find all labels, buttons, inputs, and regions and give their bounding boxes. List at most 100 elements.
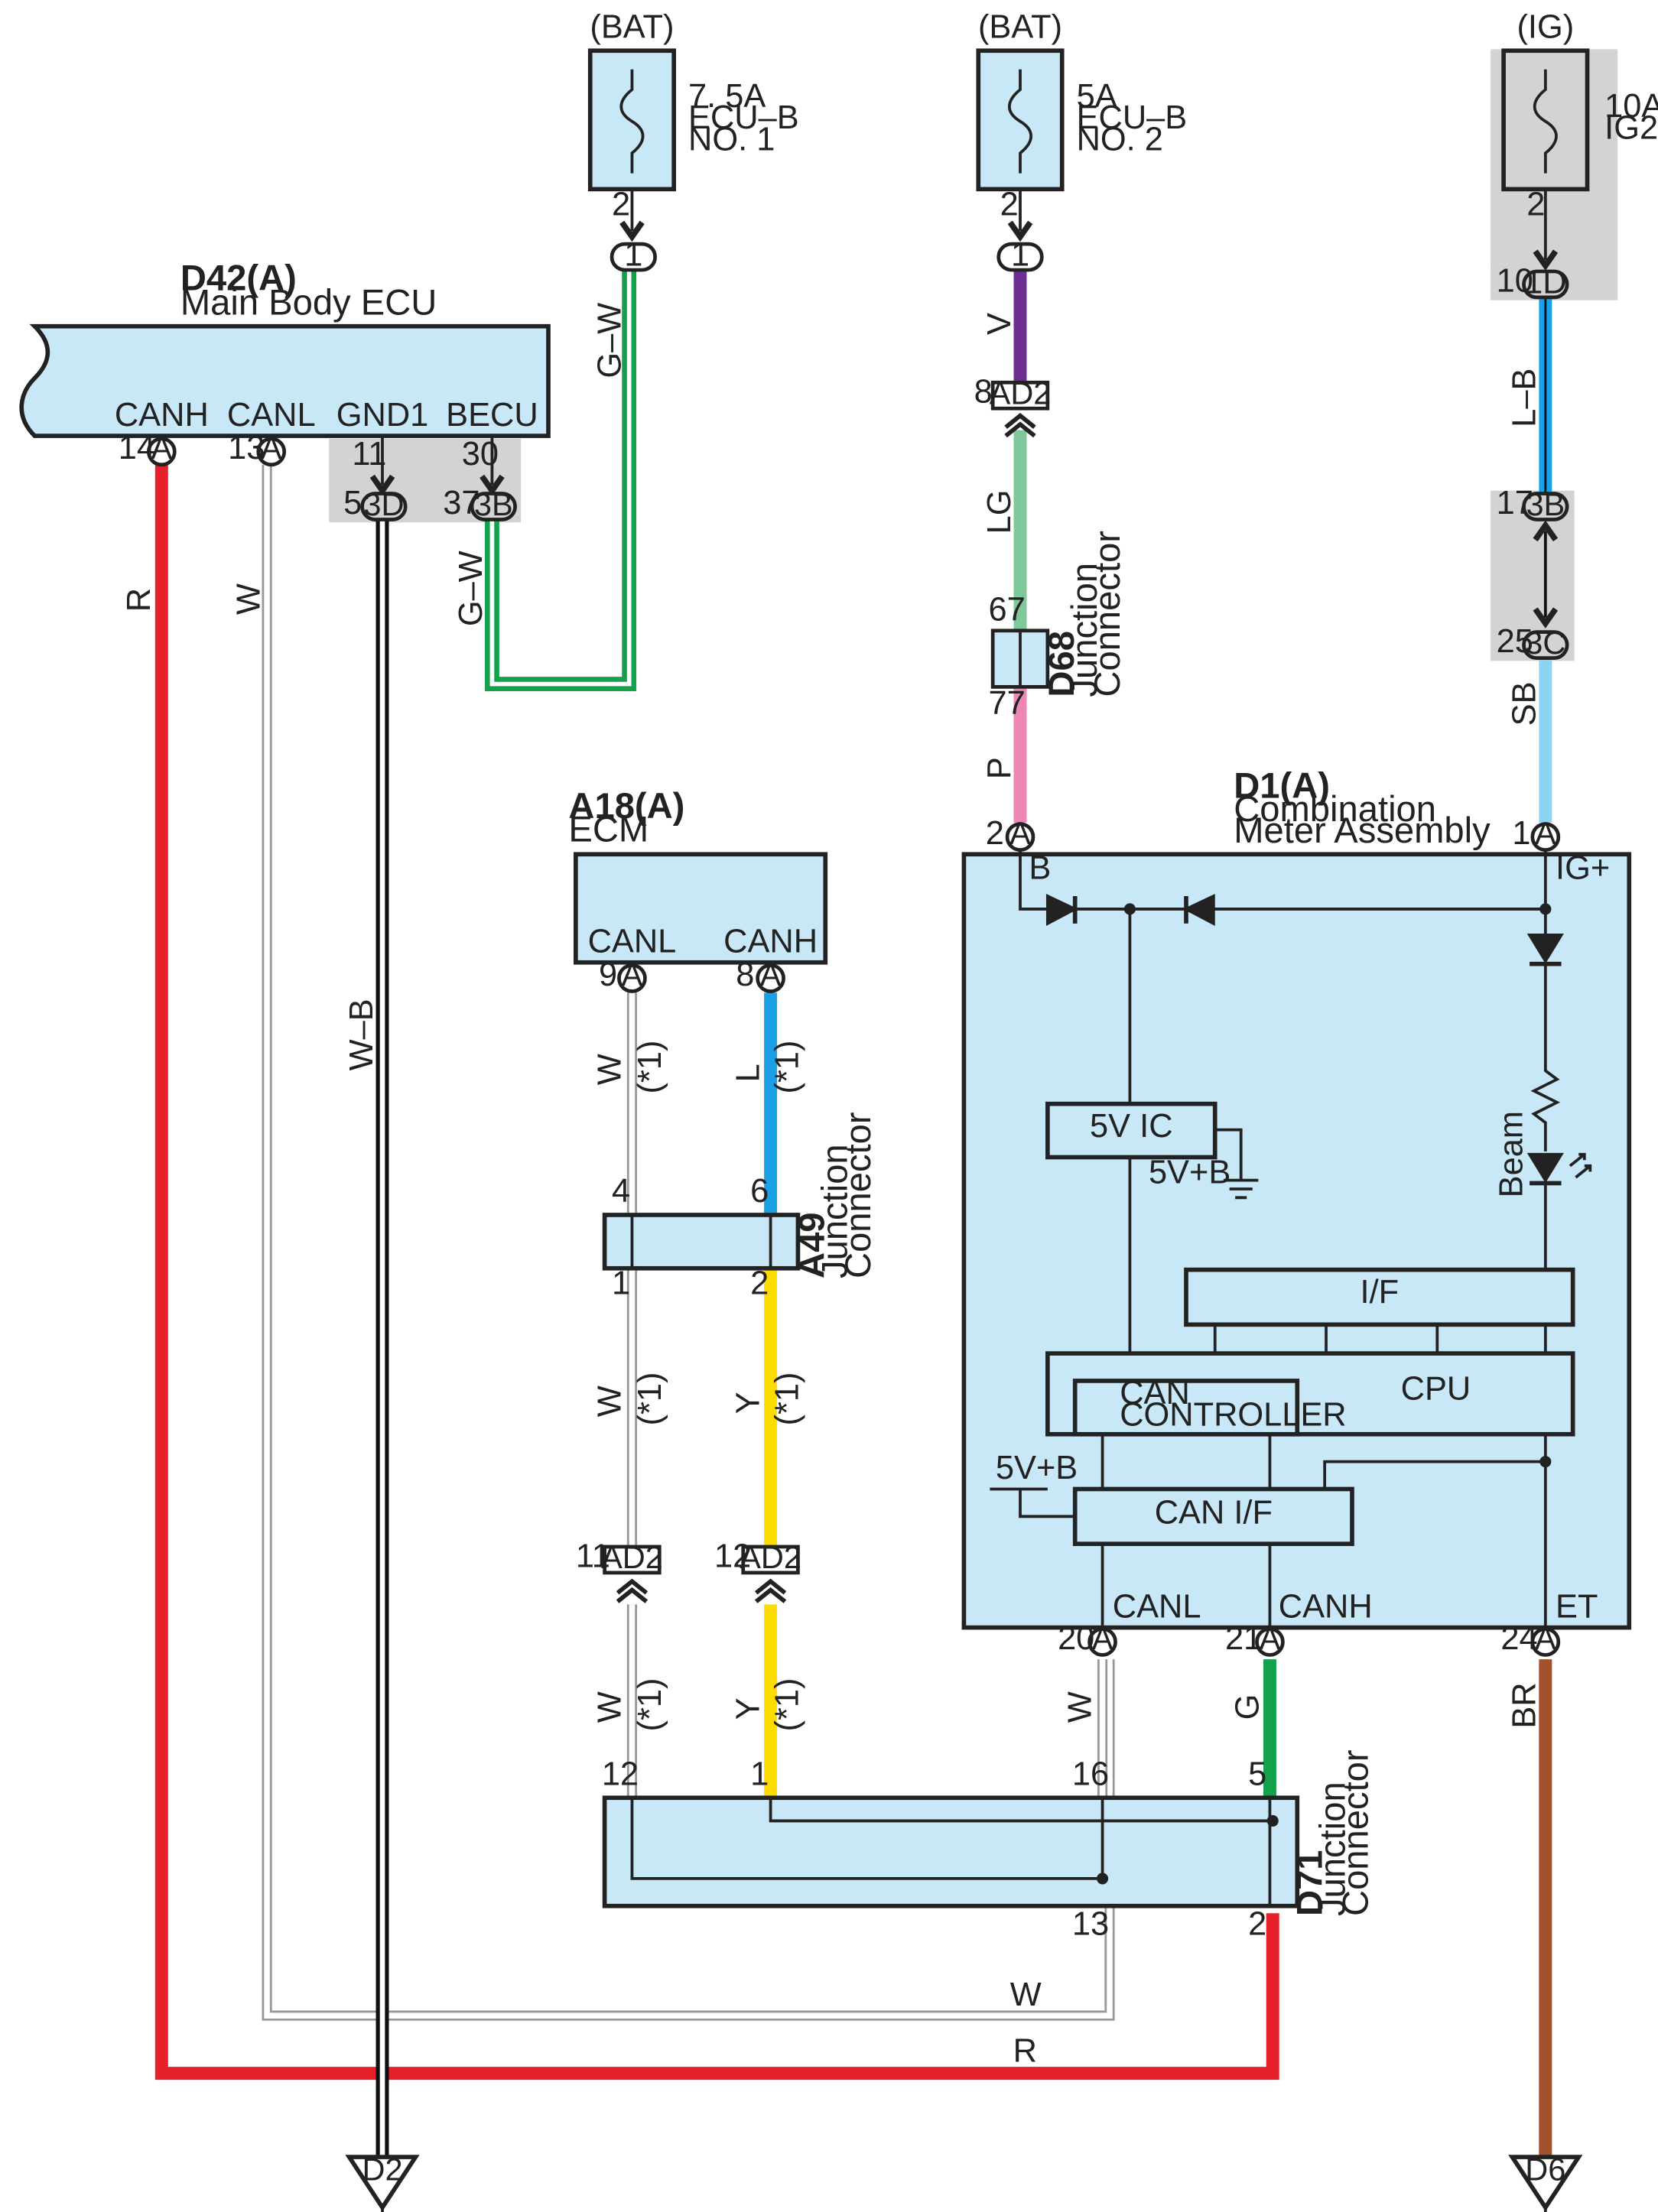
wire-label-w: W [231,583,268,615]
bat1-rating: 7. 5A [688,78,766,115]
connector-3d [360,492,408,521]
ecu-pin-canh-num: 14 [119,430,155,466]
connector-1-left [610,242,657,272]
meter-pin-canh-letter: A [1260,1620,1281,1656]
meter-can-if [1072,1486,1354,1546]
meter-term-b: B [1029,849,1051,886]
d71-name1: Junction [1312,1782,1353,1916]
ecu-pin-canl-letter: A [261,430,282,466]
ecm-pin-canh-num: 8 [736,957,754,993]
ecm-term-canl: CANL [588,924,677,960]
ecu-gnd-pin: 5 [343,485,362,521]
ig-conn-pin: 10 [1497,262,1533,299]
a49-pin-1: 1 [612,1265,630,1302]
ig-rating: 10A [1604,88,1658,125]
wire-label-lb: L–B [1507,369,1543,427]
ecm-code: A18(A) [568,785,684,826]
meter-if [1184,1267,1575,1327]
wire-label-r: R [121,588,158,612]
a49-pin-4: 4 [612,1173,630,1210]
connector-3b-ig [1522,492,1569,521]
ecu-gnd-conn: 3D [363,486,404,522]
wire-label-ecm-w1: W [591,1054,628,1085]
bat1-name2: NO. 1 [688,121,775,158]
ecm-term-canh: CANH [723,924,818,960]
wire-label-gw-top: G–W [591,303,628,378]
d71-pin-2: 2 [1248,1905,1266,1942]
meter-pin-b-letter: A [1009,815,1031,851]
a49-pin-2: 2 [750,1265,769,1302]
d71-pin-16: 16 [1072,1756,1109,1792]
meter-if-label: I/F [1361,1274,1400,1311]
meter-name2: Meter Assembly [1234,810,1491,850]
fuse-ecu-b-no2 [976,48,1065,242]
d71-name2: Connector [1335,1749,1376,1916]
d71-pin-12: 12 [602,1756,639,1792]
wire-label-br: BR [1507,1682,1543,1728]
wire-label-g: G [1229,1694,1266,1720]
d68-name1: Junction [1064,563,1104,697]
ecm-pin-canh-letter: A [760,957,782,992]
bat1-source: (BAT) [590,8,674,45]
bat2-rating: 5A [1077,78,1117,115]
meter-pin-b-num: 2 [986,815,1004,852]
fuse-ig2 [1501,48,1590,271]
ecm-name: ECM [568,808,649,849]
meter-pin-et-num: 24 [1500,1620,1537,1657]
bat1-conn: 1 [624,236,642,273]
meter-pin-igp-num: 1 [1512,815,1530,852]
wire-label-w-meter: W [1061,1691,1098,1723]
d68-code: D68 [1041,631,1081,697]
ecu-pin-gnd1-num: 11 [352,436,386,473]
meter-pin-b [1005,822,1035,852]
ecm-pin-canl [617,963,647,993]
connector-3c [1522,630,1569,660]
a49-name1: Junction [814,1144,855,1278]
ig-name1: IG2 [1604,109,1658,146]
ecm [574,852,828,965]
meter-pin-et [1530,1627,1561,1657]
d68-pin-top: 67 [988,592,1025,629]
ground-d6 [1508,2155,1583,2212]
d68-name2: Connector [1087,531,1127,697]
ad2-top-pin: 8 [974,374,993,411]
a49-code: A49 [791,1212,831,1278]
wire-label-ecm-w3: W [591,1691,628,1723]
wire-label-w-bottom: W [1010,1977,1042,2013]
wire-label-gw-low: G–W [453,551,489,626]
connector-3b-ecu [470,492,517,521]
meter-ic-label: 5V IC [1090,1108,1172,1145]
ig-3b-name: 3B [1526,486,1565,522]
d71-pin-5: 5 [1248,1756,1266,1792]
ig-3c-pin: 25 [1497,623,1533,660]
ecu-becu-conn: 3B [474,486,513,522]
wire-note-2: (*1) [632,1372,668,1426]
wire-label-r-bottom: R [1013,2033,1037,2070]
meter-cpu-label: CPU [1401,1370,1471,1407]
meter-canif-label: CAN I/F [1155,1495,1273,1532]
meter-term-igp: IG+ [1556,849,1610,886]
ground-d2-label: D2 [362,2151,402,2187]
ig-3b-pin: 17 [1497,485,1533,521]
main-body-ecu [19,323,551,438]
meter-beam-label: Beam [1494,1111,1530,1197]
meter-internal-circuit [990,851,1592,1628]
meter-pin-igp-letter: A [1535,815,1556,851]
ad2-left-name: AD2 [601,1539,663,1575]
ecu-term-becu: BECU [446,397,538,434]
meter-5v-ic [1045,1101,1217,1160]
meter-term-canl: CANL [1113,1588,1201,1625]
meter-pin-canl-letter: A [1092,1620,1113,1656]
a49-name2: Connector [837,1112,878,1278]
ecu-term-gnd1: GND1 [336,397,429,434]
wire-label-v: V [981,313,1018,335]
ig-source: (IG) [1517,8,1574,45]
wire-label-ecm-w2: W [591,1385,628,1417]
meter-code: D1(A) [1234,765,1330,806]
connector-1-mid [996,242,1044,272]
meter-pin-canl [1087,1627,1117,1657]
d71-pin-13: 13 [1072,1905,1109,1942]
junction-d68 [990,629,1050,689]
ad2-right-pin: 12 [714,1538,751,1574]
